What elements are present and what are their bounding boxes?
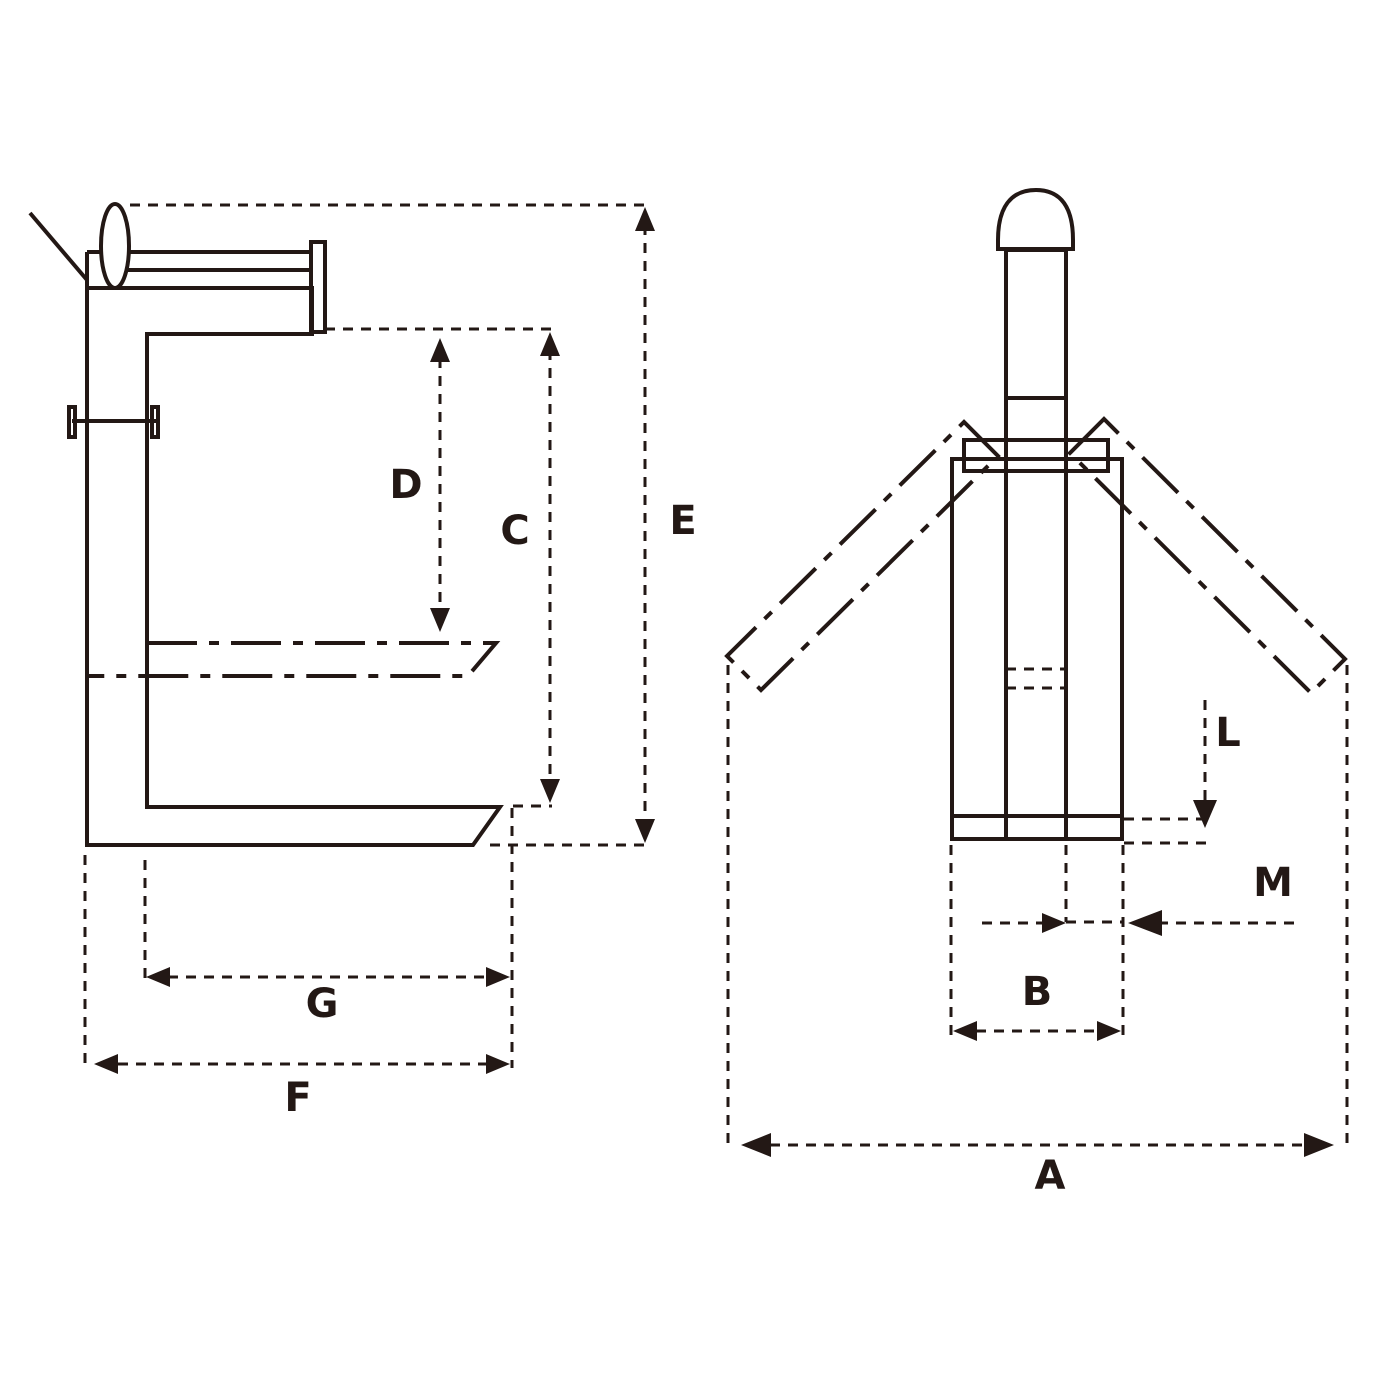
- dim-g-arrow-left: [146, 967, 170, 987]
- dome-cap: [996, 187, 1075, 251]
- central-mast: [1004, 248, 1068, 841]
- end-plate: [309, 240, 327, 334]
- collar: [962, 438, 1110, 473]
- front-frame: [950, 457, 1124, 841]
- dim-m-arrow-right: [1128, 910, 1162, 936]
- side-frame: [85, 252, 504, 847]
- label-c: C: [500, 508, 529, 554]
- dim-d-arrow-top: [430, 338, 450, 362]
- lifting-chain: [28, 211, 89, 282]
- dim-f-arrow-right: [486, 1054, 510, 1074]
- upper-fork-position: [87, 641, 501, 678]
- side-view: D C E G F: [28, 202, 697, 1121]
- dim-a-arrow-left: [741, 1133, 771, 1157]
- top-wheel: [99, 202, 131, 290]
- label-l: L: [1215, 710, 1241, 756]
- label-b: B: [1022, 969, 1053, 1015]
- dim-e-arrow-top: [635, 207, 655, 231]
- dim-a-arrow-right: [1304, 1133, 1334, 1157]
- label-f: F: [284, 1075, 311, 1121]
- dim-d-arrow-bottom: [430, 608, 450, 632]
- front-view: L M B A: [724, 187, 1349, 1199]
- label-e: E: [669, 498, 696, 544]
- dim-m-arrow-left: [1042, 913, 1066, 933]
- dim-g-arrow-right: [486, 967, 510, 987]
- label-a: A: [1035, 1153, 1066, 1199]
- dim-b-arrow-right: [1097, 1021, 1121, 1041]
- dim-c-arrow-bottom: [540, 779, 560, 803]
- dim-c-arrow-top: [540, 332, 560, 356]
- dim-b-arrow-left: [953, 1021, 977, 1041]
- locking-pin-cap-left: [67, 405, 77, 439]
- label-d: D: [389, 462, 422, 508]
- locking-pin-cap-right: [150, 405, 160, 439]
- label-m: M: [1253, 860, 1293, 906]
- left-fork-arm: [724, 419, 1001, 693]
- dim-f-arrow-left: [94, 1054, 118, 1074]
- dim-l-arrow: [1193, 800, 1217, 828]
- dim-e-arrow-bottom: [635, 819, 655, 843]
- label-g: G: [306, 981, 339, 1027]
